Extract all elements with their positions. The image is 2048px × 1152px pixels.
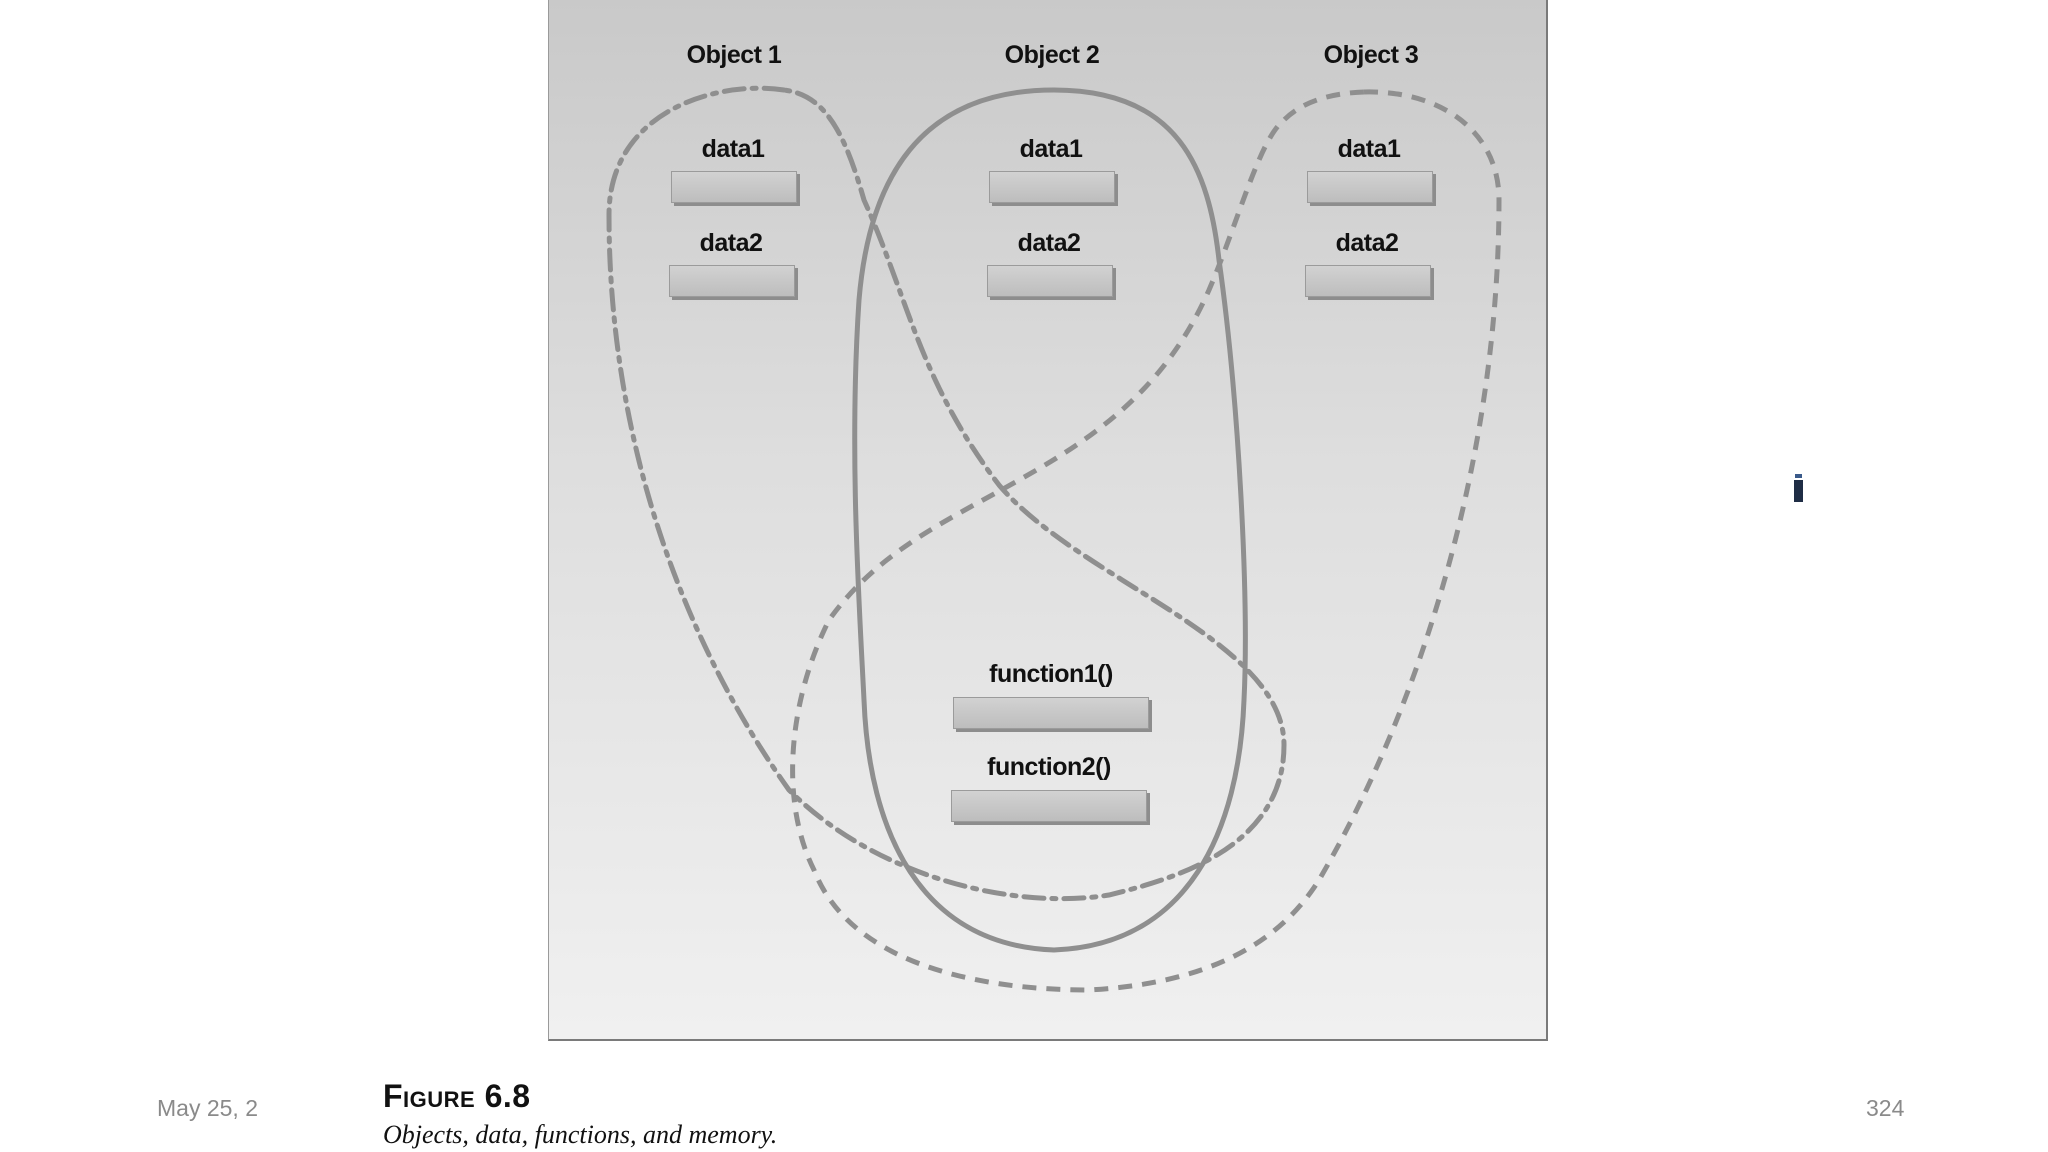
object-3-data1-label: data1 bbox=[1337, 135, 1401, 163]
function2-box bbox=[951, 790, 1147, 822]
figure-title: Figure 6.8 bbox=[383, 1078, 531, 1114]
diagram-outlines bbox=[606, 85, 1502, 993]
object-1-data1-label: data1 bbox=[701, 135, 765, 163]
object-2-data1-box bbox=[989, 171, 1115, 203]
object-1-data2-box bbox=[669, 265, 795, 297]
object-3-outline bbox=[790, 89, 1502, 993]
object-2-data2-label: data2 bbox=[1017, 229, 1081, 257]
object-1-data2-label: data2 bbox=[699, 229, 763, 257]
figure-caption: Objects, data, functions, and memory. bbox=[383, 1120, 778, 1149]
page-number: 324 bbox=[1866, 1095, 1905, 1121]
object-3-label: Object 3 bbox=[1323, 41, 1419, 69]
object-3-data2-label: data2 bbox=[1335, 229, 1399, 257]
figure-panel: Object 1 Object 2 Object 3 data1 data2 d… bbox=[548, 0, 1548, 1041]
object-2-data1-label: data1 bbox=[1019, 135, 1083, 163]
object-3-data1-box bbox=[1307, 171, 1433, 203]
stray-mark-icon bbox=[1794, 474, 1803, 502]
footer-date: May 25, 2 bbox=[157, 1095, 258, 1121]
object-1-data1-box bbox=[671, 171, 797, 203]
function2-label: function2() bbox=[987, 753, 1111, 781]
object-2-data2-box bbox=[987, 265, 1113, 297]
object-2-label: Object 2 bbox=[1004, 41, 1100, 69]
function1-box bbox=[953, 697, 1149, 729]
object-2-outline bbox=[852, 87, 1248, 953]
function1-label: function1() bbox=[989, 660, 1113, 688]
object-1-label: Object 1 bbox=[686, 41, 782, 69]
object-3-data2-box bbox=[1305, 265, 1431, 297]
object-1-outline bbox=[606, 85, 1287, 902]
